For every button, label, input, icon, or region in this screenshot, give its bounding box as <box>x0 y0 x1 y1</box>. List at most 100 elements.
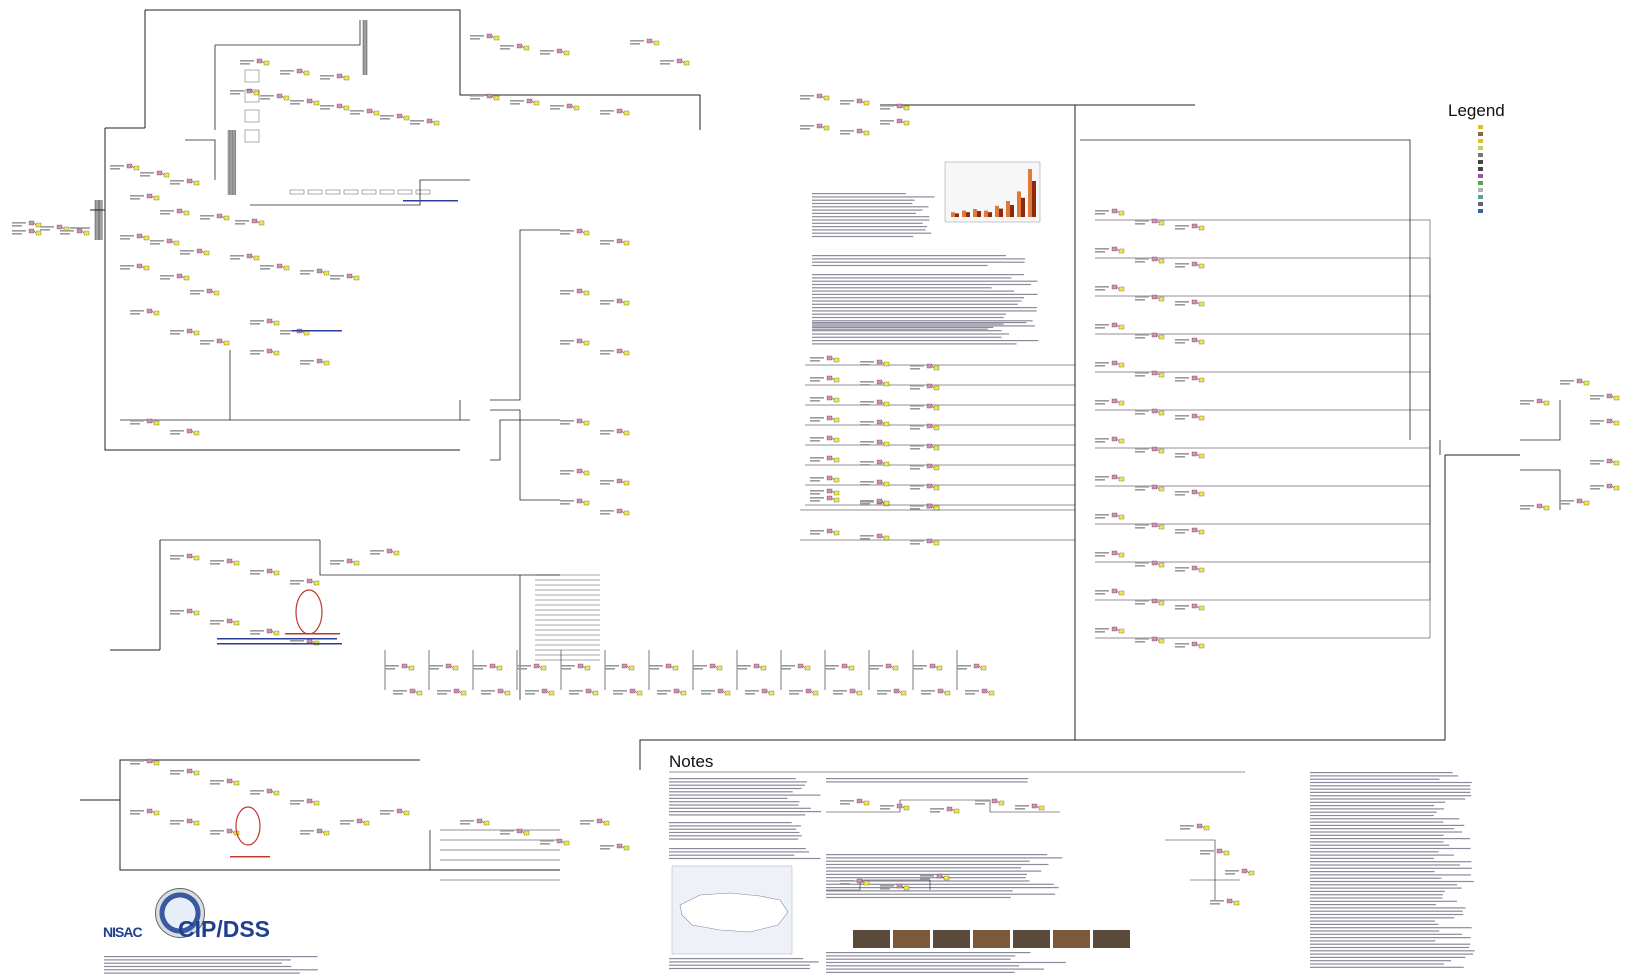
flow-node <box>386 548 393 554</box>
flow-node <box>833 437 840 443</box>
flow-node <box>616 108 623 114</box>
text-label <box>260 268 270 270</box>
text-label <box>605 668 615 670</box>
flow-node <box>266 788 273 794</box>
legend-item <box>1478 201 1486 206</box>
paragraph-line <box>1310 811 1437 813</box>
text-label <box>150 240 164 242</box>
text-label <box>170 433 180 435</box>
text-label <box>1015 808 1025 810</box>
paragraph-line <box>826 857 1063 859</box>
text-label <box>1175 266 1185 268</box>
paragraph-line <box>1310 795 1472 797</box>
text-label <box>560 503 570 505</box>
flow-node <box>313 800 320 806</box>
flow-node <box>306 578 313 584</box>
text-label <box>200 215 214 217</box>
text-label <box>290 103 300 105</box>
legend-swatch <box>1478 187 1483 192</box>
brand-title: CIP/DSS <box>178 916 271 942</box>
paragraph-line <box>812 333 1010 335</box>
flow-node <box>876 359 883 365</box>
text-label <box>290 583 300 585</box>
text-label <box>810 497 824 499</box>
text-label <box>473 668 483 670</box>
paragraph-line <box>812 303 1018 305</box>
paragraph-line <box>812 212 917 214</box>
flow-node <box>903 805 910 811</box>
text-label <box>460 823 470 825</box>
flow-node <box>856 690 863 696</box>
flow-node <box>1198 415 1205 421</box>
text-label <box>1175 529 1189 531</box>
text-label <box>860 481 874 483</box>
text-label <box>860 381 874 383</box>
flow-node <box>453 688 460 694</box>
text-label <box>1095 441 1105 443</box>
text-label <box>1175 301 1189 303</box>
flow-node <box>83 230 90 236</box>
text-label <box>910 365 924 367</box>
text-label <box>910 488 920 490</box>
text-label <box>1135 372 1149 374</box>
text-label <box>210 833 220 835</box>
text-label <box>250 793 260 795</box>
flow-node <box>266 348 273 354</box>
flow-node <box>1158 448 1165 454</box>
paragraph-line <box>826 965 1020 967</box>
paragraph-line <box>826 961 1066 964</box>
chart-bar <box>984 210 988 217</box>
text-label <box>810 490 824 492</box>
text-label <box>200 343 210 345</box>
flow-node <box>486 93 493 99</box>
text-label <box>1095 555 1105 557</box>
flow-node <box>1536 398 1543 404</box>
flow-node <box>716 665 723 671</box>
text-label <box>745 693 755 695</box>
flow-node <box>273 790 280 796</box>
paragraph-line <box>812 196 935 198</box>
flow-node <box>323 270 330 276</box>
flow-node <box>926 383 933 389</box>
flow-node <box>493 35 500 41</box>
legend-item <box>1478 152 1486 157</box>
flow-node <box>346 273 353 279</box>
paragraph-line <box>812 219 930 221</box>
flow-node <box>76 228 83 234</box>
paragraph-line <box>1310 904 1436 906</box>
flow-node <box>233 620 240 626</box>
paragraph-line <box>812 297 1025 299</box>
text-label <box>613 690 627 692</box>
flow-node <box>266 318 273 324</box>
paragraph-line <box>812 307 1037 309</box>
paragraph-line <box>1310 871 1435 873</box>
paragraph-line <box>669 791 793 793</box>
text-label <box>1560 383 1570 385</box>
flow-node <box>849 688 856 694</box>
text-label <box>600 353 610 355</box>
text-label <box>1590 460 1604 462</box>
annotation-text <box>230 856 270 858</box>
paragraph-line <box>812 202 913 205</box>
text-label <box>12 233 22 235</box>
flow-node <box>936 665 943 671</box>
flow-node <box>1158 600 1165 606</box>
text-label <box>500 833 510 835</box>
flow-node <box>926 403 933 409</box>
text-label <box>1175 567 1189 569</box>
flow-node <box>563 50 570 56</box>
text-label <box>975 803 985 805</box>
annotation-text <box>292 330 342 332</box>
text-label <box>320 78 330 80</box>
legend-item <box>1478 138 1486 143</box>
text-label <box>810 357 824 359</box>
flow-node <box>366 108 373 114</box>
paragraph-line <box>812 320 1033 322</box>
flow-node <box>946 806 953 812</box>
text-label <box>1175 608 1185 610</box>
text-label <box>840 103 850 105</box>
paragraph-line <box>669 794 821 796</box>
flow-node <box>153 810 160 816</box>
flow-node <box>933 540 940 546</box>
